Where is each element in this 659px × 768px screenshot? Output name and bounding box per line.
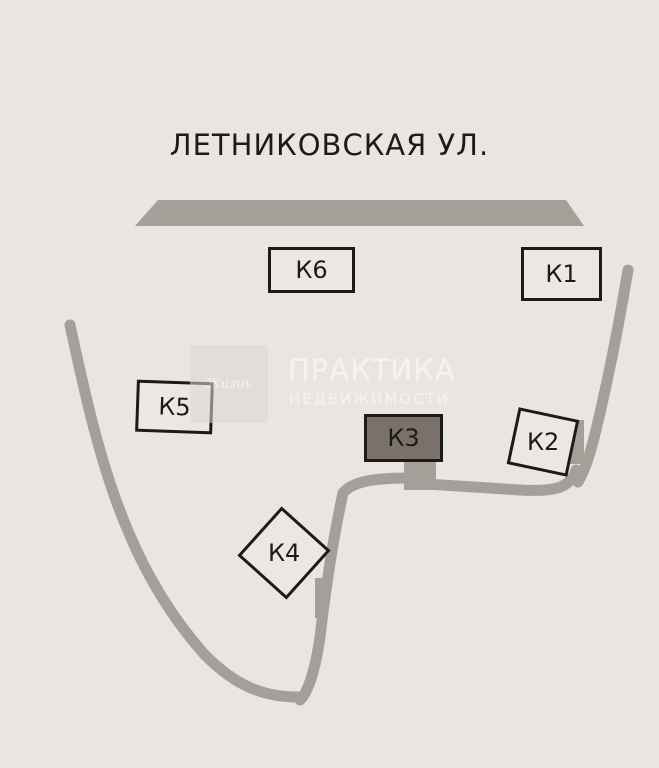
building-k2[interactable]: К2 [506,407,580,477]
right-boundary [572,264,634,488]
agency-subtitle: НЕДВИЖИМОСТИ [289,390,450,408]
agency-watermark: Жизнь ПРАКТИКА НЕДВИЖИМОСТИ [190,345,480,425]
building-k6[interactable]: К6 [268,247,355,293]
building-k5-label: К5 [157,392,192,422]
building-k3-label: К3 [387,424,420,452]
building-k3[interactable]: К3 [364,414,443,462]
building-k2-label: К2 [526,428,560,456]
k4-connector [315,578,325,618]
agency-logo-text: Жизнь [206,376,252,392]
building-k6-label: К6 [295,256,328,284]
street-frontage-strip [135,200,584,226]
inner-road [294,472,416,706]
left-boundary [64,319,304,703]
building-k4-label: К4 [267,539,301,567]
agency-logo-icon: Жизнь [190,345,268,423]
building-k1-label: К1 [545,260,578,288]
building-k1[interactable]: К1 [521,247,602,301]
right-road [404,464,582,496]
agency-name: ПРАКТИКА [288,353,456,387]
street-label: ЛЕТНИКОВСКАЯ УЛ. [169,128,490,162]
k3-connector [404,460,436,490]
